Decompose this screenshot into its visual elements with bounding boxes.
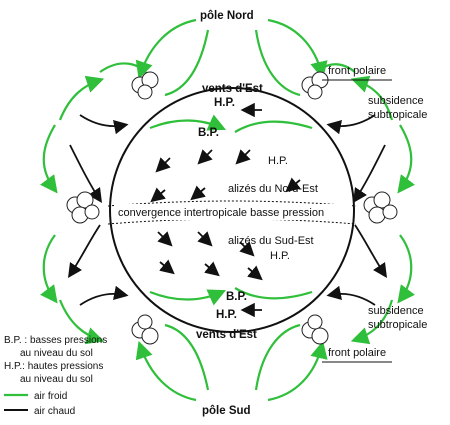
hp-label-bottom: H.P. [216, 309, 237, 321]
polar-front-label-bottom: front polaire [328, 347, 386, 359]
bp-label-top: B.P. [198, 127, 219, 139]
warm-air-flows [68, 102, 387, 318]
cloud-right [363, 191, 398, 224]
north-pole-label: pôle Nord [200, 10, 254, 22]
cloud-top-right [301, 71, 329, 100]
hp-label-south-mid: H.P. [270, 250, 290, 262]
bp-label-bottom: B.P. [226, 291, 247, 303]
legend-hp-line1: H.P.: hautes pressions [4, 361, 103, 372]
subsidence-label-top-1: subsidence [368, 95, 424, 107]
itcz-label: convergence intertropicale basse pressio… [118, 207, 324, 219]
legend-bp-line2: au niveau du sol [20, 348, 93, 359]
hp-label-north-mid: H.P. [268, 155, 288, 167]
legend-warm-air-label: air chaud [34, 406, 75, 417]
trade-winds-se-label: alizés du Sud-Est [228, 235, 314, 247]
legend-cold-air-label: air froid [34, 391, 67, 402]
cloud-top-left [131, 71, 159, 100]
cloud-left [66, 191, 100, 224]
trade-winds-ne-label: alizés du Nord-Est [228, 183, 318, 195]
cloud-bottom-left [131, 314, 159, 345]
legend-hp-line2: au niveau du sol [20, 374, 93, 385]
legend: B.P. : basses pressions au niveau du sol… [4, 335, 107, 417]
clouds [66, 71, 398, 345]
hp-label-top: H.P. [214, 97, 235, 109]
cloud-bottom-right [301, 314, 329, 345]
legend-bp-line1: B.P. : basses pressions [4, 335, 107, 346]
south-pole-label: pôle Sud [202, 405, 251, 417]
itcz-label-background [114, 204, 352, 220]
east-winds-label-top: vents d'Est [202, 83, 263, 95]
polar-front-label-top: front polaire [328, 65, 386, 77]
subsidence-label-top-2: subtropicale [368, 109, 427, 121]
east-winds-label-bottom: vents d'Est [196, 329, 257, 341]
subsidence-label-bottom-2: subtropicale [368, 319, 427, 331]
subsidence-label-bottom-1: subsidence [368, 305, 424, 317]
